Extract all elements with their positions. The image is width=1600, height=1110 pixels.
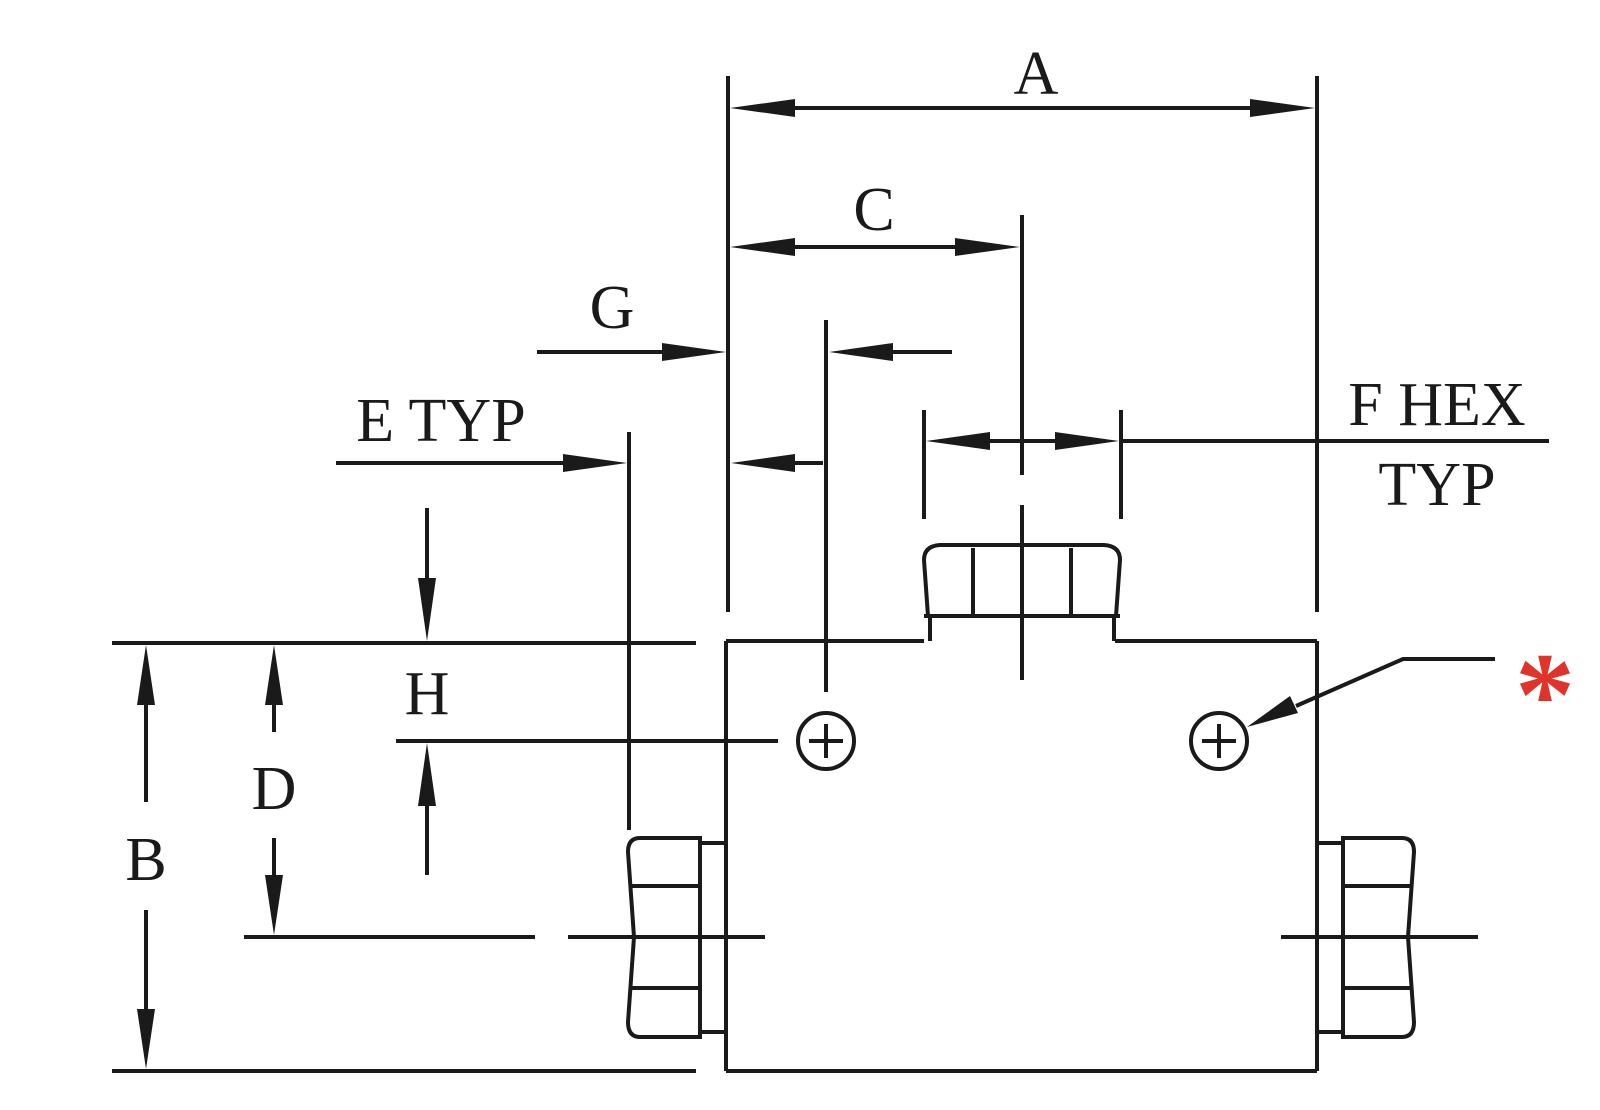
label-d: D (252, 755, 297, 823)
dimension-c: C (730, 176, 1020, 256)
label-b: B (125, 826, 166, 894)
label-g: G (590, 274, 635, 342)
dimension-g: G (537, 274, 952, 361)
extension-lines (112, 76, 1319, 1073)
label-e: E TYP (356, 387, 525, 455)
label-f-line2: TYP (1378, 451, 1495, 519)
centerlines (568, 505, 1478, 939)
dimension-a: A (730, 40, 1315, 117)
mount-hole-right (1189, 711, 1249, 771)
block-body (724, 639, 1319, 1073)
label-f-line1: F HEX (1348, 371, 1525, 439)
label-a: A (1014, 40, 1059, 108)
dimension-d: D (252, 645, 297, 935)
mount-hole-left (796, 711, 856, 771)
dimension-b: B (125, 645, 167, 1069)
dimension-e: E TYP (336, 387, 823, 472)
dimension-h: H (405, 508, 450, 875)
note-leader: * (1247, 628, 1575, 761)
label-h: H (405, 660, 450, 728)
asterisk-icon: * (1515, 628, 1575, 761)
label-c: C (853, 176, 894, 244)
dimension-f: F HEX TYP (926, 371, 1549, 519)
